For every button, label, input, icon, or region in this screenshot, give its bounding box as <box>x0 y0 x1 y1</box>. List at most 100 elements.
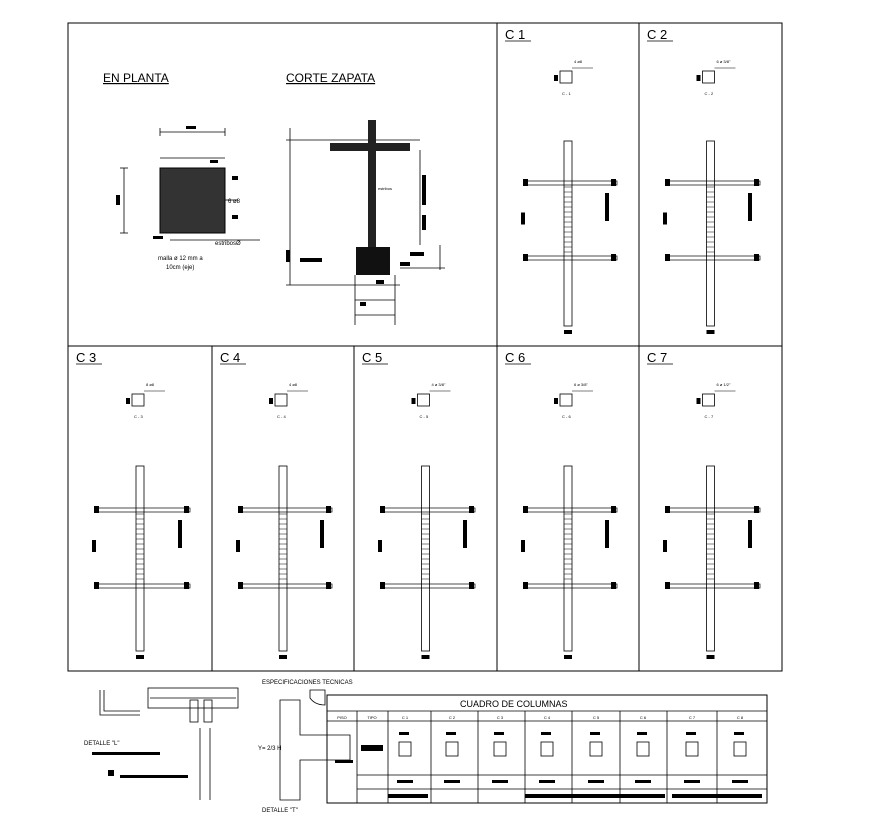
cuadro-header: TIPO <box>367 715 376 720</box>
column-label: C 6 <box>505 350 525 365</box>
column-shaft <box>706 140 715 327</box>
section-dim <box>696 75 701 81</box>
column-label: C 4 <box>220 350 240 365</box>
section-dim <box>126 398 130 404</box>
dim-mark-right <box>748 193 752 221</box>
cuadro-section <box>445 741 459 757</box>
beam-end-right <box>469 506 474 513</box>
beam-end-left <box>665 582 670 589</box>
column-label: C 7 <box>647 350 667 365</box>
detalle-t-caption: DETALLE "T" <box>262 808 298 814</box>
column-panel-1: C 14 ø8C - 1 <box>505 27 618 334</box>
cuadro-dim <box>399 732 409 735</box>
cuadro-section <box>589 741 603 757</box>
column-shaft <box>563 465 573 652</box>
bar-spec: 6 ø 1/2" <box>717 382 731 387</box>
foot-mark <box>564 330 572 334</box>
beam-end-right <box>184 582 189 589</box>
section-name: C - 7 <box>705 414 714 419</box>
dim-mark-left <box>521 540 525 552</box>
section-dim <box>696 398 701 404</box>
section-name: C - 3 <box>134 414 143 419</box>
column-panel-4: C 44 ø8C - 4 <box>220 350 333 659</box>
beam-end-left <box>380 506 385 513</box>
estribos-note: estribosØ <box>215 241 241 247</box>
section-name: C - 5 <box>420 414 429 419</box>
column-label: C 5 <box>362 350 382 365</box>
beam-end-right <box>754 506 759 513</box>
row-mark <box>525 794 665 798</box>
column-panel-7: C 7 6 ø 1/2" C - 7 <box>647 350 761 659</box>
cuadro-header: PISO <box>337 715 347 720</box>
beam-1 <box>381 507 476 513</box>
beam-end-left <box>665 179 670 186</box>
cuadro-spec <box>635 780 651 783</box>
beam-1 <box>95 507 191 513</box>
cuadro-header: C 3 <box>497 715 504 720</box>
column-panel-5: C 5 4 ø 3/8" C - 5 <box>362 350 476 659</box>
bar-spec: 4 ø8 <box>289 382 298 387</box>
en-planta-title: EN PLANTA <box>103 71 169 85</box>
dim-mark-left <box>236 540 240 552</box>
beam-end-left <box>523 582 528 589</box>
section-box <box>702 70 715 84</box>
beam-2 <box>95 583 191 589</box>
cuadro-section <box>733 741 747 757</box>
foot-mark <box>564 655 572 659</box>
beam-end-left <box>380 582 385 589</box>
dim-mark-right <box>320 520 324 548</box>
beam-end-right <box>611 179 616 186</box>
section-dim <box>269 398 273 404</box>
beam-end-right <box>184 506 189 513</box>
beam-end-left <box>523 254 528 261</box>
cuadro-header: C 4 <box>544 715 551 720</box>
beam-end-right <box>326 506 331 513</box>
malla-note-1: malla ø 12 mm a <box>158 256 203 262</box>
section-dim <box>554 75 558 81</box>
beam-end-left <box>523 179 528 186</box>
cuadro-dim <box>734 732 744 735</box>
foot-mark <box>136 655 144 659</box>
bar-spec: 6 ø 3/8" <box>574 382 588 387</box>
column-panels: C 14 ø8C - 1C 26 ø 3/8"C - 2C 38 ø8C - 3… <box>76 27 761 659</box>
row-mark <box>388 794 428 798</box>
beam-end-left <box>94 506 99 513</box>
cuadro-section <box>540 741 554 757</box>
section-name: C - 2 <box>705 91 714 96</box>
beam-end-right <box>754 179 759 186</box>
beam-end-right <box>611 254 616 261</box>
beam-2 <box>666 255 761 261</box>
beam-1 <box>524 507 618 513</box>
bottom-details: ESPECIFICACIONES TECNICAS DETALLE "L" DE… <box>84 680 353 814</box>
section-box <box>274 393 288 407</box>
cuadro-header: C 1 <box>402 715 409 720</box>
cuadro-section <box>685 741 699 757</box>
beam-1 <box>666 180 761 186</box>
column-shaft <box>135 465 145 652</box>
beam-end-right <box>754 254 759 261</box>
column-panel-2: C 26 ø 3/8"C - 2 <box>647 27 761 334</box>
column-shaft <box>706 465 715 652</box>
row-mark <box>672 794 762 798</box>
dim-mark-left <box>663 540 667 552</box>
section-box <box>559 70 573 84</box>
bar-spec: 4 ø8 <box>574 59 583 64</box>
corte-zapata-detail: CORTE ZAPATA estribos <box>286 71 445 325</box>
cuadro-section <box>493 741 507 757</box>
beam-1 <box>239 507 333 513</box>
bar-spec: 6 ø 3/8" <box>717 59 731 64</box>
cuadro-spec <box>492 780 508 783</box>
bar-spec: 4 ø 3/8" <box>432 382 446 387</box>
column-panel-3: C 38 ø8C - 3 <box>76 350 191 659</box>
cuadro-spec <box>444 780 460 783</box>
cuadro-section <box>636 741 650 757</box>
bar-spec: 8 ø8 <box>146 382 155 387</box>
tipo-mark <box>361 745 383 751</box>
dim-mark-left <box>92 540 96 552</box>
beam-end-left <box>665 254 670 261</box>
en-planta-detail: EN PLANTA 6 ø8 estribosØ malla ø 12 mm a… <box>103 71 260 271</box>
beam-2 <box>524 255 618 261</box>
section-dim <box>554 398 558 404</box>
column-label: C 1 <box>505 27 525 42</box>
foot-mark <box>706 330 715 334</box>
